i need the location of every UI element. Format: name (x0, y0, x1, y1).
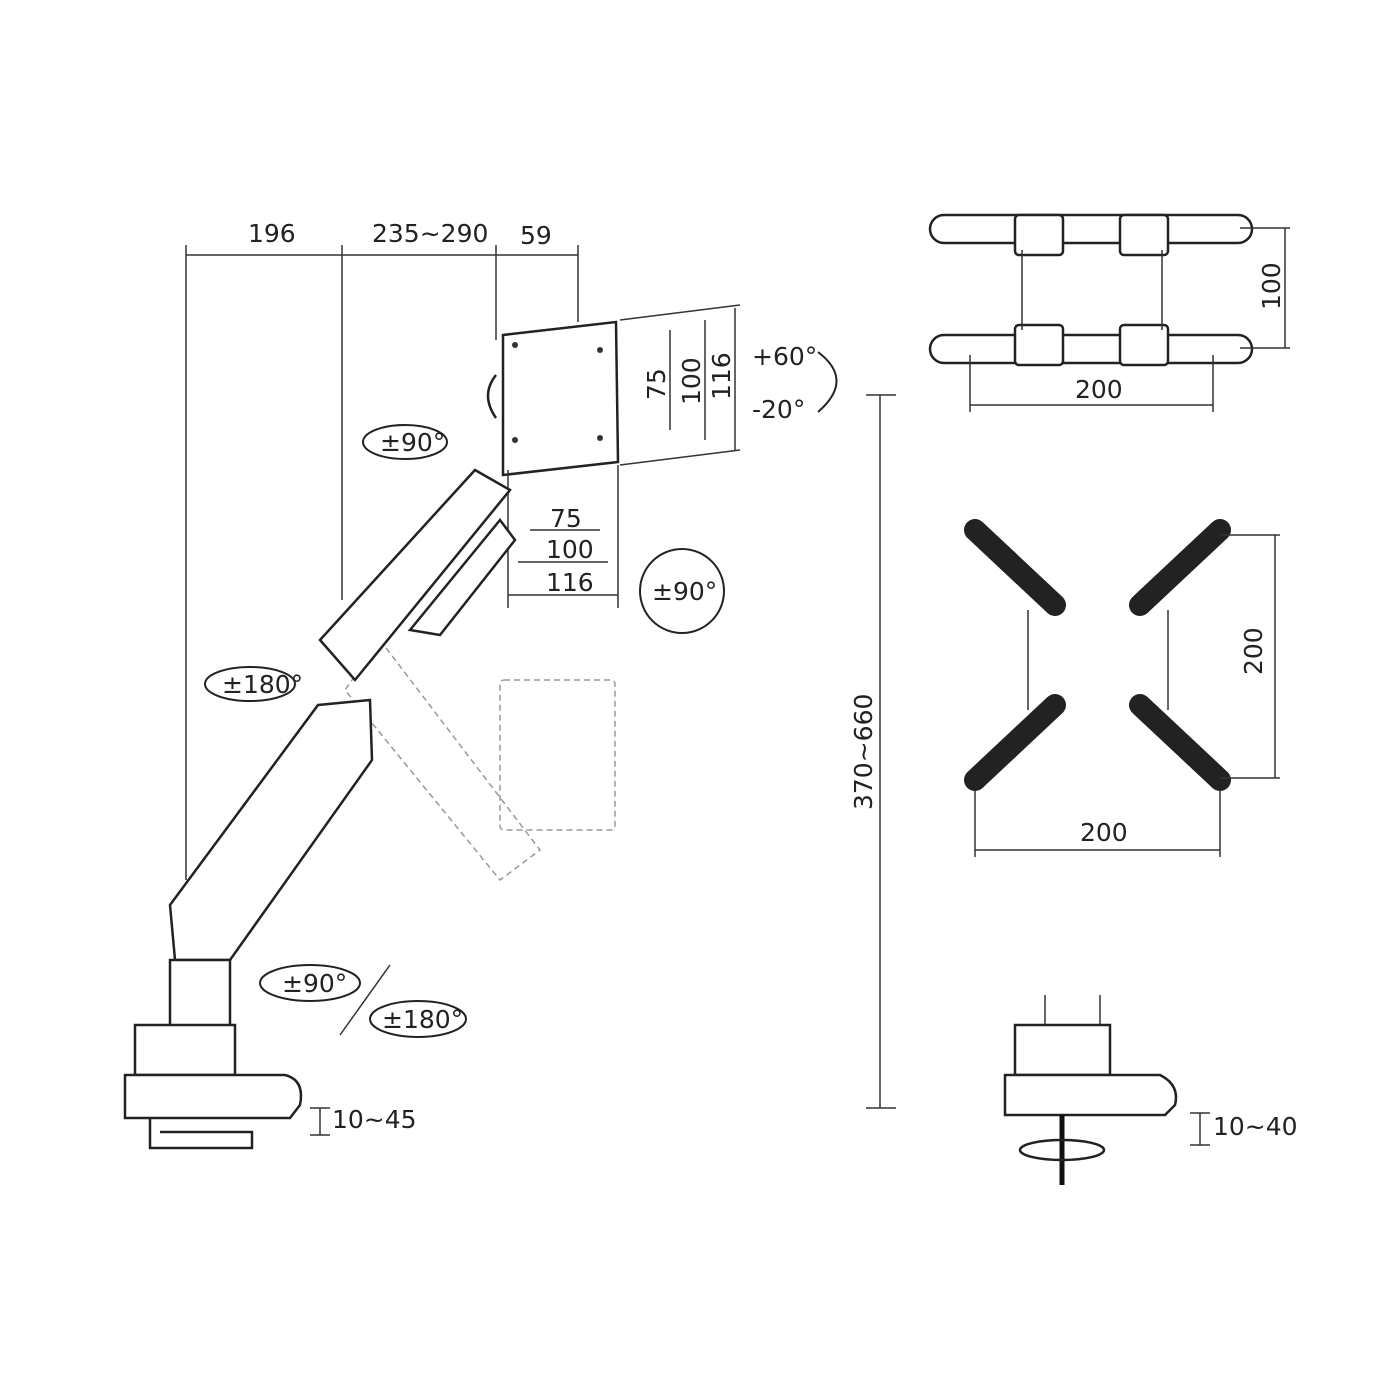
vesa-v-116: 116 (707, 352, 736, 400)
adapter-small-width: 200 (1075, 375, 1123, 404)
rotation-head-label: ±90° (380, 428, 445, 457)
vesa-plate (486, 320, 620, 477)
vesa-v-75: 75 (642, 368, 671, 400)
vesa-h-75: 75 (550, 504, 582, 533)
adapter-small-height: 100 (1257, 262, 1286, 310)
grommet-thickness-label: 10~40 (1213, 1112, 1298, 1141)
vesa-vertical-dims: 75 100 116 (619, 304, 741, 466)
adapter-large: 200 200 (964, 519, 1280, 857)
dim-196: 196 (248, 219, 296, 248)
clamp-dim: 10~45 (310, 1105, 417, 1136)
vesa-horizontal-dims: 75 100 116 (507, 465, 619, 608)
adapter-large-width: 200 (1080, 818, 1128, 847)
vesa-h-116: 116 (546, 568, 594, 597)
dim-59: 59 (520, 221, 552, 250)
tilt-up-label: +60° (752, 342, 817, 371)
height-range-label: 370~660 (849, 694, 878, 810)
arm-body (123, 468, 616, 1150)
vesa-h-100: 100 (546, 535, 594, 564)
adapter-large-height: 200 (1239, 627, 1268, 675)
top-dimensions: 196 235~290 59 (185, 219, 579, 880)
dim-235-290: 235~290 (372, 219, 488, 248)
tilt-down-label: -20° (752, 395, 805, 424)
rotation-base-label: ±180° (382, 1005, 463, 1034)
clamp-thickness-label: 10~45 (332, 1105, 417, 1134)
rotation-elbow-label: ±180° (222, 670, 303, 699)
vesa-v-100: 100 (677, 357, 706, 405)
grommet-base: 10~40 (1003, 995, 1298, 1185)
tilt-indicator: +60° -20° (752, 342, 838, 424)
rotation-base-arm-label: ±90° (282, 969, 347, 998)
rotation-labels: ±90° ±90° ±180° ±90° ±180° (204, 424, 725, 1038)
height-dimension: 370~660 (849, 394, 896, 1109)
rotation-screen-label: ±90° (652, 577, 717, 606)
adapter-small: 100 200 (928, 213, 1290, 412)
